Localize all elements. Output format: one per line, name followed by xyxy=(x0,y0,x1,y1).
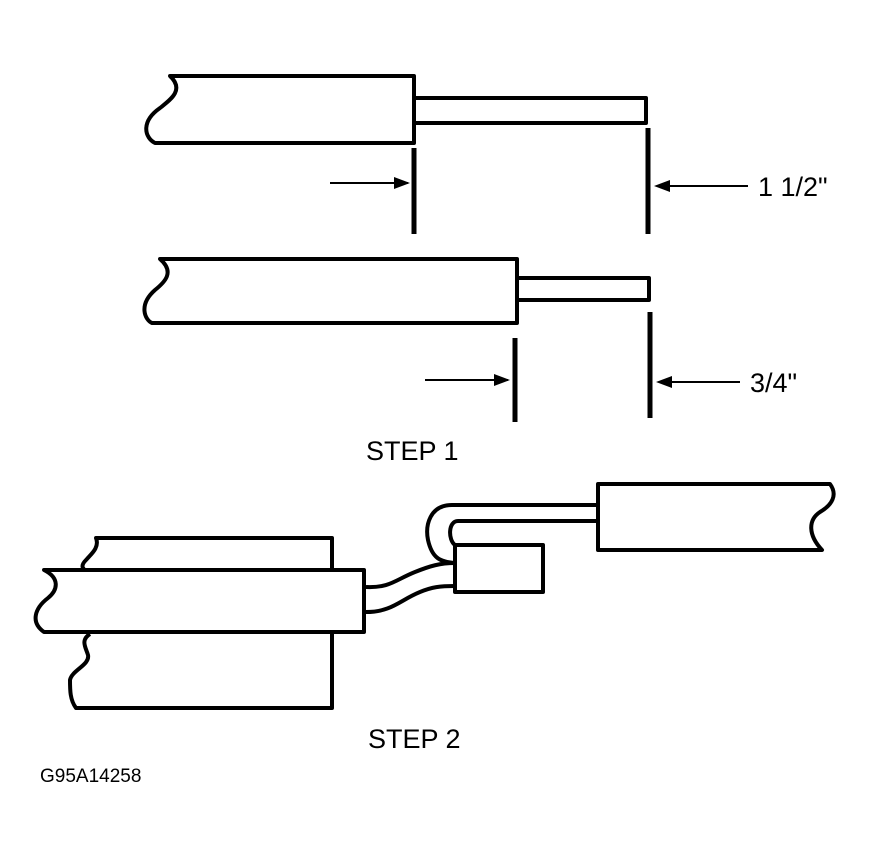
step1-wire-stripped-long xyxy=(144,74,648,145)
step2-label: STEP 2 xyxy=(368,724,461,754)
step2-hook-wire xyxy=(425,503,598,565)
dimension-3-4 xyxy=(425,312,740,422)
step2-conductors xyxy=(365,561,456,614)
step1-wire-stripped-short xyxy=(142,257,651,325)
dimension-label-1-1-2: 1 1/2" xyxy=(758,172,828,202)
dimension-label-3-4: 3/4" xyxy=(750,368,798,398)
splice-connector xyxy=(453,543,545,594)
dimension-1-1-2 xyxy=(330,128,748,234)
step1-label: STEP 1 xyxy=(366,436,459,466)
step2-right-wire xyxy=(596,482,836,552)
step2-front-wire xyxy=(33,568,366,634)
figure-code: G95A14258 xyxy=(40,766,142,787)
